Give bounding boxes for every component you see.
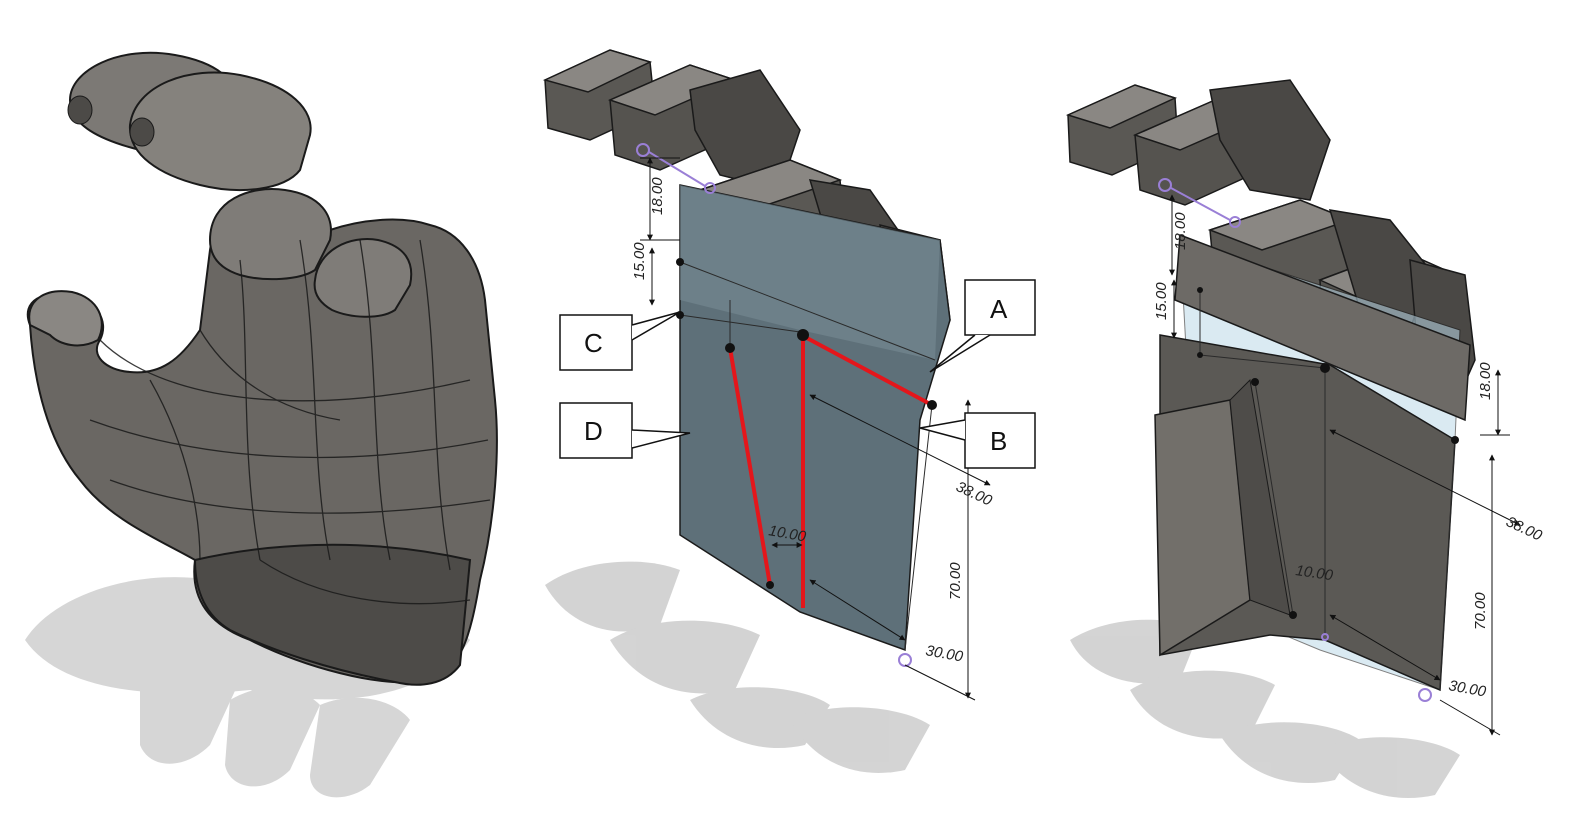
sketch2-points [1197,287,1459,619]
hand-contours [89,239,491,605]
sketch2-dim-15: 15.00 [1153,282,1170,320]
sketch2-top-bar [1174,233,1471,422]
callout-d: D [559,402,691,459]
callout-a: A [929,279,1036,373]
sketch1-dim-10: 10.00 [767,522,808,545]
sketch1-dim-30: 30.00 [924,642,965,665]
sketch2-dim-18-right: 18.00 [1477,362,1494,400]
sketch1-dimension-lines [640,157,991,701]
callout-a-label: A [990,294,1008,324]
sketch1-shadow [545,561,930,773]
sketch2-dim-18: 18.00 [1172,212,1189,250]
sketch2-origin-points [1158,178,1432,702]
sketch1-dim-38: 38.00 [953,478,995,510]
hand-wrist [193,543,472,686]
callout-d-label: D [584,416,603,446]
sketch1-plate-top [680,185,940,360]
palm-sketch-annotated-panel: 18.00 15.00 38.00 70.00 30.00 10.00 A B … [542,49,1036,773]
palm-sketch-result-panel: 18.00 15.00 38.00 70.00 30.00 10.00 18.0… [1065,79,1545,798]
callout-c: C [559,311,681,371]
sketch2-dim-10: 10.00 [1294,562,1334,584]
callout-b: B [919,412,1036,469]
sketch1-dim-15: 15.00 [631,242,648,280]
sketch1-red-lines [728,335,933,608]
sketch2-dim-70: 70.00 [1472,592,1489,630]
sketch2-dim-38: 38.00 [1503,513,1545,545]
callout-b-label: B [990,426,1007,456]
sketch2-dimension-lines [1169,194,1521,736]
hand-finger-ring [208,188,332,281]
hand-model-panel [25,51,498,798]
sketch2-dim-30: 30.00 [1447,677,1488,700]
sketch1-dim-70: 70.00 [947,562,964,600]
callout-c-label: C [584,328,603,358]
hand-finger-little [313,238,413,318]
hand-finger-middle [128,71,312,191]
sketch1-dim-18: 18.00 [649,177,666,215]
hand-thumb [28,290,103,347]
